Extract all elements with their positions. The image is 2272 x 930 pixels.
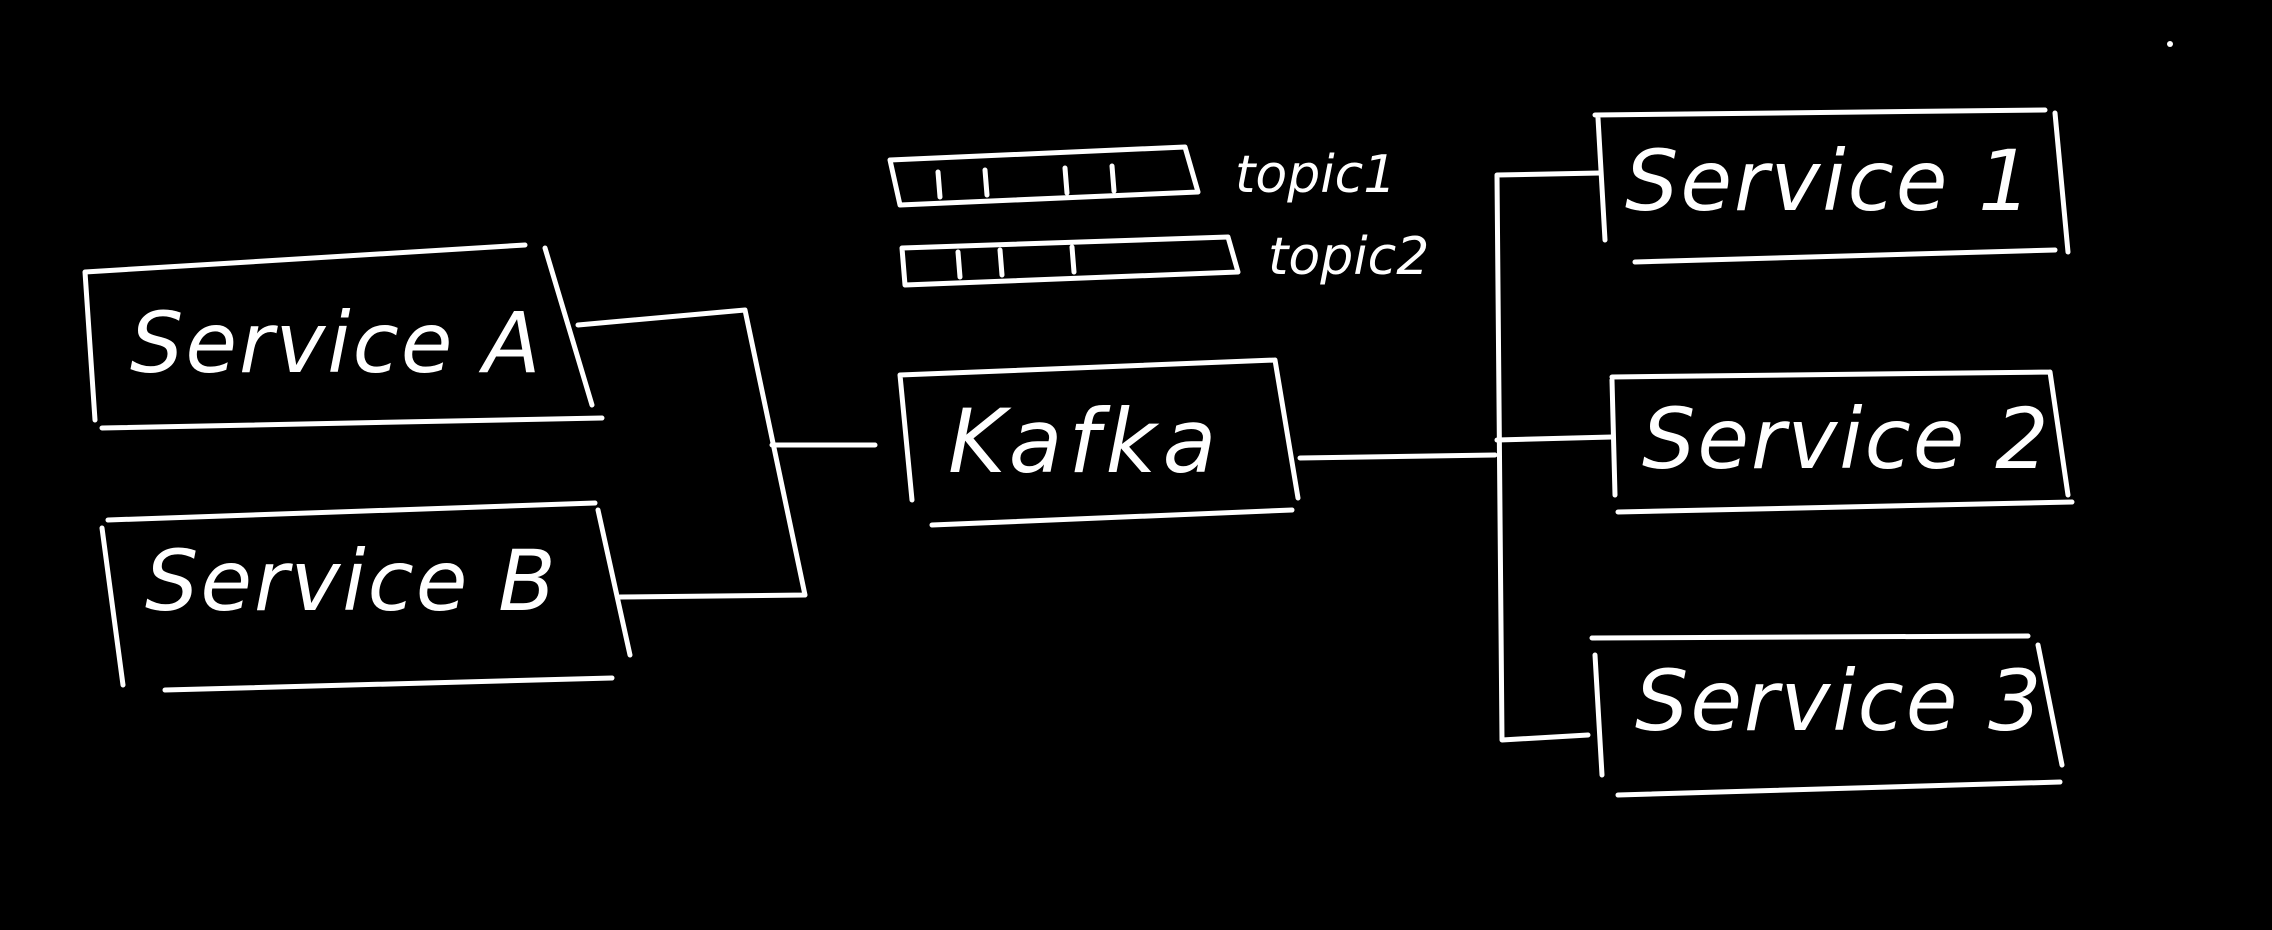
node-service-3: Service 3 bbox=[1589, 633, 2065, 798]
node-service-a-box bbox=[82, 242, 605, 431]
node-service-b-box bbox=[99, 500, 633, 693]
node-service-1: Service 1 bbox=[1592, 107, 2071, 265]
topic-2: topic2 bbox=[899, 227, 1429, 288]
node-service-a: Service A bbox=[82, 242, 605, 431]
node-service-2-label: Service 2 bbox=[1642, 390, 2051, 488]
node-service-1-box bbox=[1592, 107, 2071, 265]
stray-dot bbox=[2167, 41, 2173, 47]
node-kafka-label: Kafka bbox=[948, 390, 1222, 493]
node-service-3-label: Service 3 bbox=[1635, 652, 2044, 750]
topic-2-label: topic2 bbox=[1268, 227, 1429, 287]
topic-1-bar bbox=[887, 144, 1201, 208]
node-service-3-box bbox=[1589, 633, 2065, 798]
node-service-1-label: Service 1 bbox=[1625, 132, 2034, 230]
node-service-b: Service B bbox=[99, 500, 633, 693]
node-kafka: Kafka bbox=[897, 357, 1301, 528]
topic-1: topic1 bbox=[887, 144, 1396, 208]
node-kafka-box bbox=[897, 357, 1301, 528]
connector-producers-to-kafka bbox=[575, 307, 878, 600]
topic-2-bar bbox=[899, 234, 1241, 288]
topic-1-label: topic1 bbox=[1235, 145, 1396, 205]
node-service-a-label: Service A bbox=[130, 294, 543, 392]
node-service-b-label: Service B bbox=[145, 532, 558, 630]
node-service-2: Service 2 bbox=[1609, 369, 2075, 515]
connector-kafka-to-consumers bbox=[1297, 170, 1615, 743]
